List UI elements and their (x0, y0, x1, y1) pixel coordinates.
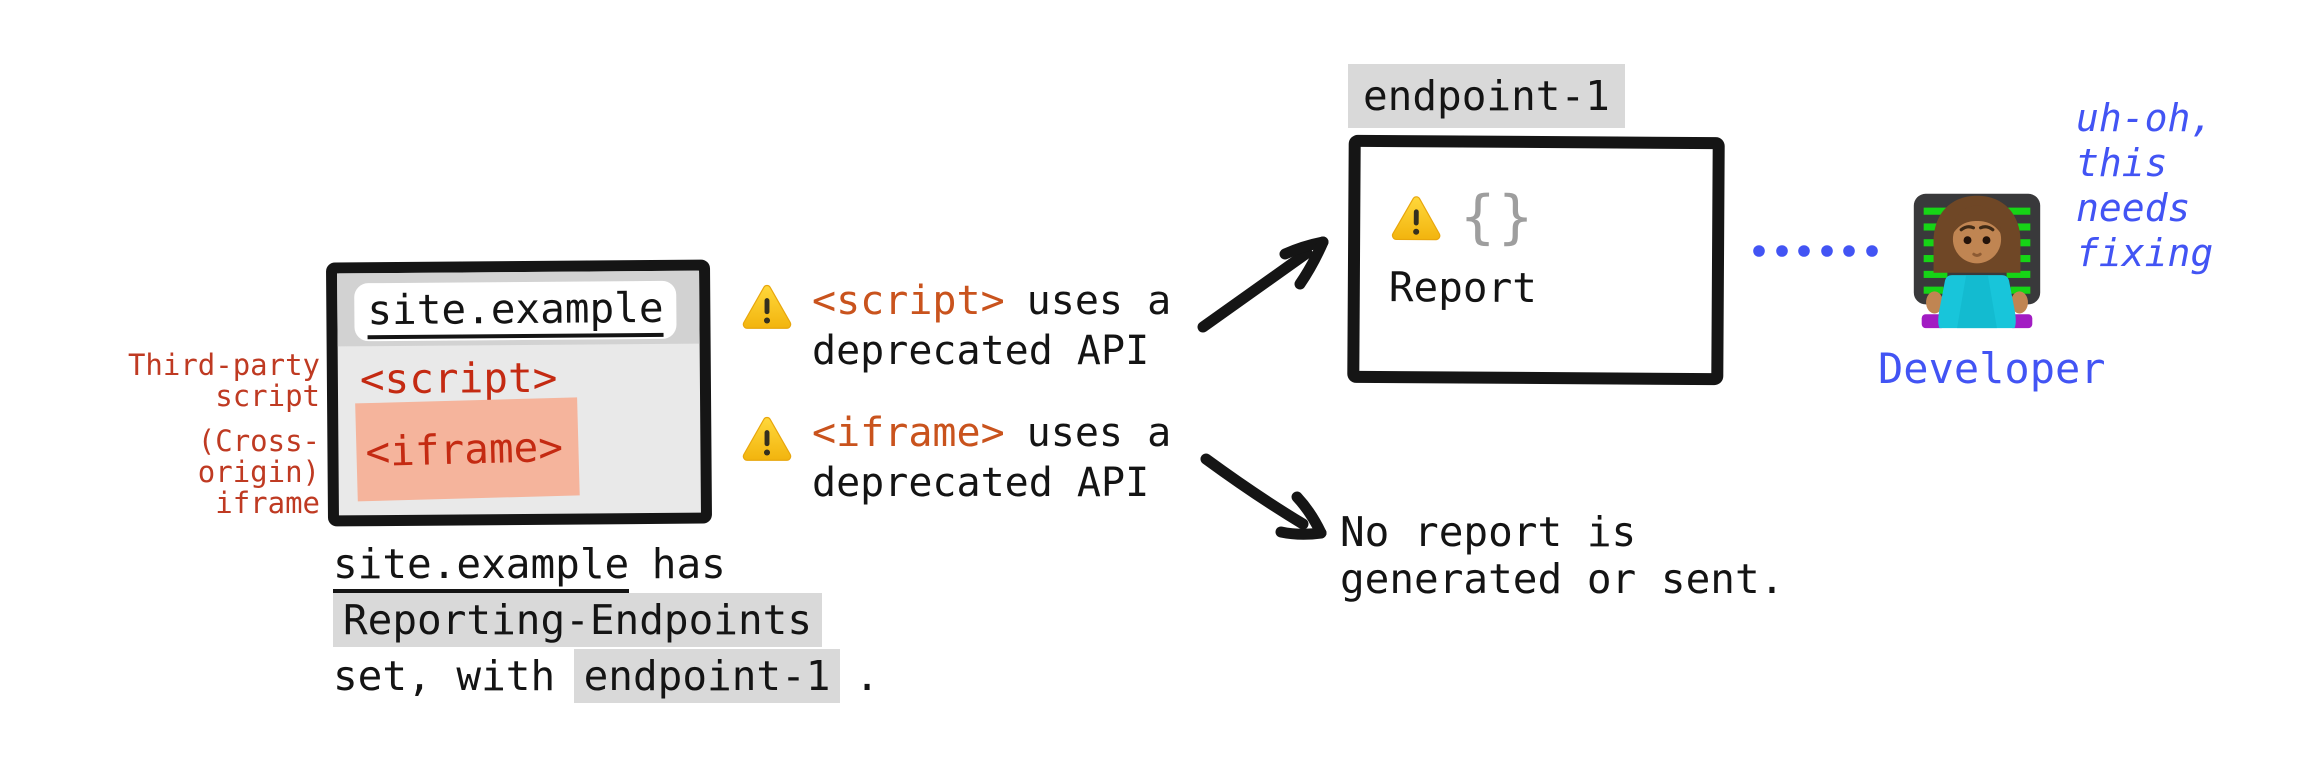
cross-origin-iframe-label-line2: iframe (215, 486, 320, 520)
caption-period: . (854, 652, 880, 700)
dotted-connector (1753, 245, 1878, 257)
third-party-script-label-line1: Third-party (127, 348, 320, 382)
window-iframe-tag: <iframe> (364, 422, 564, 477)
browser-window: site.example <script> <iframe> (325, 259, 713, 527)
iframe-event-line2: deprecated API (812, 460, 1150, 506)
iframe-event-text: <iframe> uses a deprecated API (812, 408, 1171, 508)
address-pill: site.example (354, 280, 677, 342)
developer-label: Developer (1878, 344, 2106, 393)
thought-line2: this (2076, 141, 2168, 185)
no-report-line1: No report is (1340, 508, 1637, 556)
report-box: {} Report (1347, 134, 1725, 386)
reporting-endpoints-chip: Reporting-Endpoints (333, 593, 822, 647)
iframe-event-line1: <iframe> uses a (812, 408, 1171, 458)
caption-set-with: set, with (333, 652, 556, 700)
iframe-tag-mention: <iframe> (812, 410, 1005, 456)
report-label: Report (1388, 263, 1538, 313)
script-event-line1: <script> uses a (812, 276, 1171, 326)
script-event-line2: deprecated API (812, 328, 1150, 374)
no-report-line2: generated or sent. (1340, 555, 1785, 603)
arrow-to-no-report (1200, 453, 1327, 540)
warning-icon (740, 280, 794, 334)
json-braces-icon: {} (1460, 182, 1537, 251)
thought-line3: needs (2076, 186, 2191, 230)
window-caption: site.example has Reporting-Endpoints set,… (333, 536, 879, 704)
iframe-highlight-box: <iframe> (355, 397, 580, 502)
caption-line-1: site.example has (333, 536, 879, 593)
thought-line4: fixing (2076, 231, 2214, 275)
caption-line-2: Reporting-Endpoints (333, 592, 879, 648)
script-deprecation-event: <script> uses a deprecated API (740, 276, 1171, 376)
endpoint-name-chip: endpoint-1 (1348, 64, 1625, 128)
warning-icon (1389, 191, 1443, 245)
site-url: site.example (367, 283, 664, 339)
script-tag-mention: <script> (812, 278, 1005, 324)
caption-line-3: set, with endpoint-1. (333, 648, 879, 704)
no-report-text: No report is generated or sent. (1340, 509, 1784, 603)
address-bar: site.example (337, 270, 700, 347)
caption-has: has (651, 540, 726, 588)
developer-thought-text: uh-oh, this needs fixing (2076, 96, 2213, 276)
caption-endpoint-chip: endpoint-1 (573, 649, 841, 703)
third-party-script-label-line2: script (215, 379, 320, 413)
cross-origin-iframe-label-line1: (Cross-origin) (197, 424, 320, 489)
arrow-to-endpoint (1197, 236, 1329, 333)
iframe-event-rest: uses a (1026, 410, 1172, 456)
thought-line1: uh-oh, (2076, 96, 2214, 140)
iframe-deprecation-event: <iframe> uses a deprecated API (740, 408, 1171, 508)
warning-icon (740, 412, 794, 466)
window-script-tag: <script> (359, 353, 558, 404)
third-party-script-label: Third-party script (78, 350, 320, 412)
woman-technologist-icon (1898, 178, 2056, 336)
cross-origin-iframe-label: (Cross-origin) iframe (78, 426, 320, 519)
report-row: {} (1389, 182, 1537, 251)
script-event-rest: uses a (1026, 278, 1172, 324)
script-event-text: <script> uses a deprecated API (812, 276, 1171, 376)
report-box-content: {} Report (1388, 182, 1538, 313)
caption-site-url: site.example (333, 540, 630, 593)
